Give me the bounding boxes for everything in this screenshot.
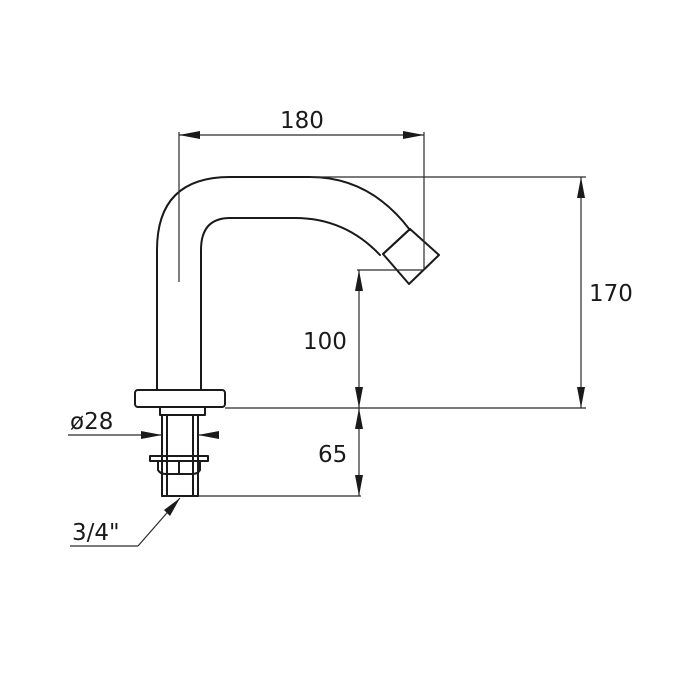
nozzle-tip (382, 228, 440, 285)
base-flange (134, 389, 226, 408)
dimension-shank-length-label: 65 (318, 442, 347, 468)
dimension-outlet-height-label: 100 (303, 329, 347, 355)
shank-collar (159, 406, 206, 416)
dimension-reach-label: 180 (280, 108, 324, 134)
shank (149, 406, 209, 497)
dimension-shank-diameter-label: ø28 (70, 409, 113, 435)
dimension-reach: 180 (178, 108, 425, 282)
dimension-total-height-label: 170 (589, 281, 633, 307)
dimension-outlet-height: 100 (303, 269, 424, 408)
dimension-shank-diameter: ø28 (68, 409, 219, 439)
spout-inner-contour (200, 217, 381, 391)
dimension-total-height: 170 (225, 176, 633, 409)
spout-outer-contour (156, 176, 411, 391)
thread-callout-label: 3/4" (72, 520, 120, 546)
dimension-shank-length: 65 (198, 408, 363, 497)
spout-body (156, 176, 440, 391)
thread-callout: 3/4" (70, 497, 181, 547)
